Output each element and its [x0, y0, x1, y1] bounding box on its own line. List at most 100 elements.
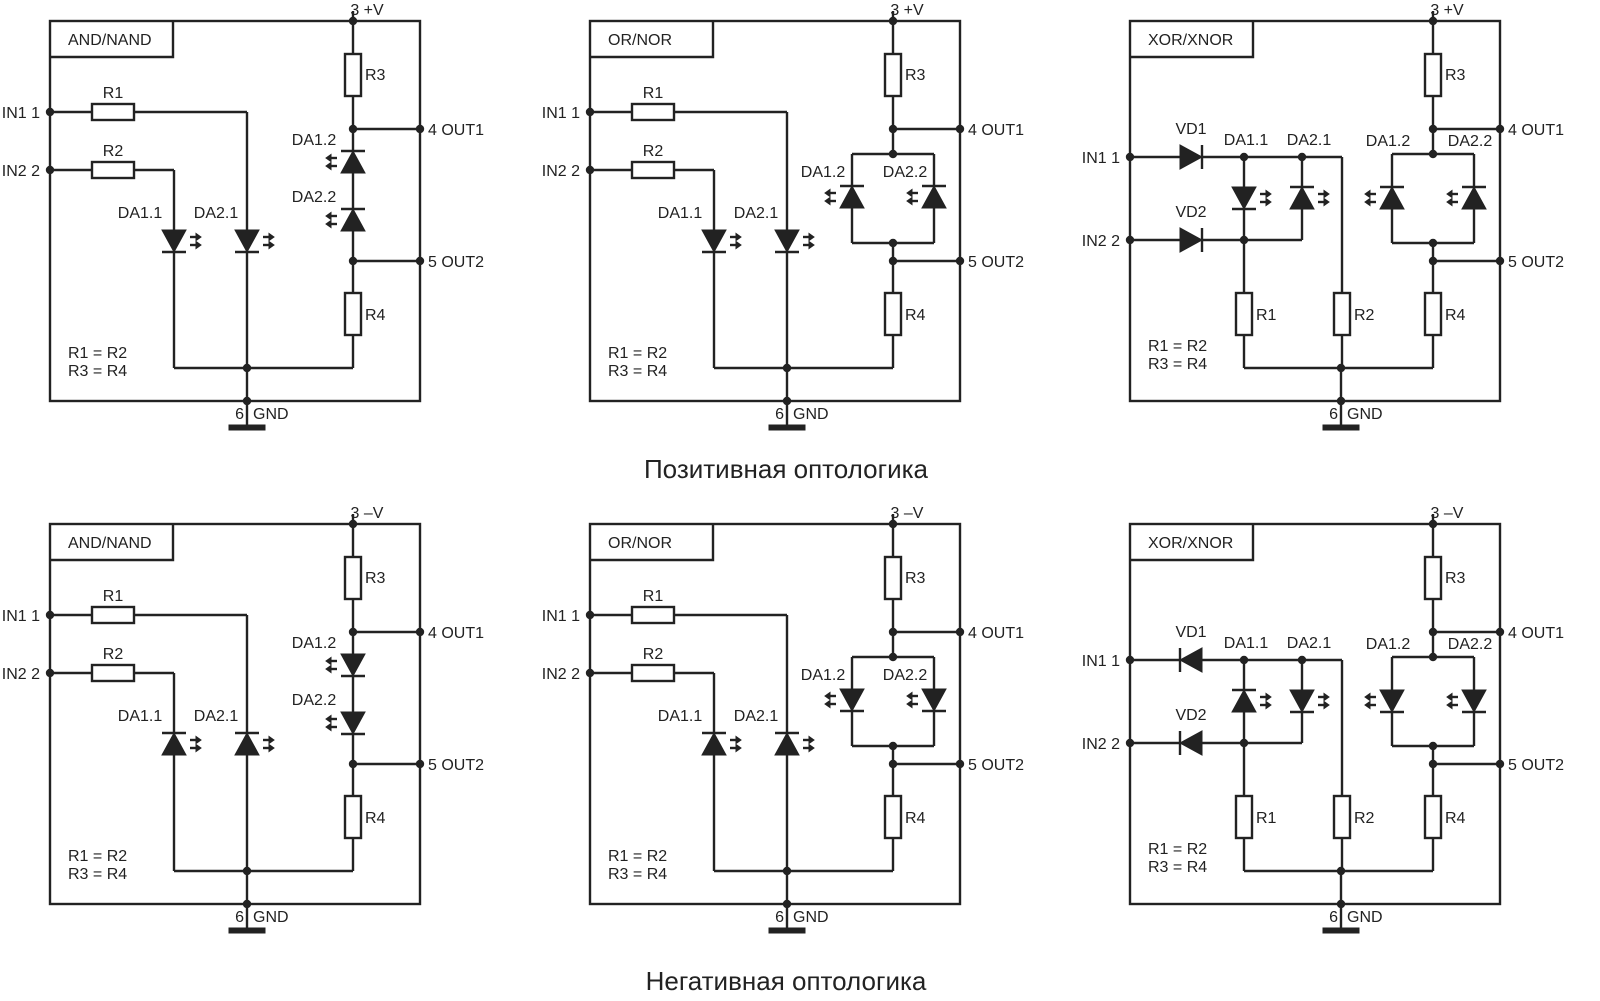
light-arrow-head	[735, 240, 742, 250]
da22-label: DA2.2	[292, 189, 337, 206]
panel-title: AND/NAND	[68, 32, 152, 49]
out2-pin-label: 5 OUT2	[428, 254, 484, 271]
light-arrow-head	[325, 211, 332, 221]
panel-title: AND/NAND	[68, 535, 152, 552]
da21-label: DA2.1	[1287, 132, 1332, 149]
gnd-pin-number: 6	[1329, 909, 1338, 926]
diode-triangle	[1231, 688, 1257, 713]
r1-label: R1	[1256, 307, 1277, 324]
in1-pin-label: IN1 1	[1082, 150, 1120, 167]
da22-label: DA2.2	[292, 692, 337, 709]
diode-triangle	[839, 688, 865, 713]
resistor-body	[883, 291, 903, 337]
supply-label: 3 –V	[351, 505, 384, 522]
note-r1-r2: R1 = R2	[1148, 338, 1207, 355]
resistor-body	[630, 160, 676, 180]
resistor-body	[90, 605, 136, 625]
ground-symbol	[1322, 424, 1360, 431]
resistor-body	[1423, 291, 1443, 337]
supply-label: 3 +V	[1430, 2, 1464, 19]
gnd-label: GND	[253, 406, 289, 423]
light-arrow-head	[808, 735, 815, 745]
panel-title: XOR/XNOR	[1148, 535, 1233, 552]
vd1-label: VD1	[1175, 121, 1206, 138]
vd1-label: VD1	[1175, 624, 1206, 641]
r4-label: R4	[1445, 307, 1466, 324]
da11-led	[701, 731, 742, 756]
light-arrow-head	[1446, 189, 1453, 199]
da12-label: DA1.2	[801, 667, 846, 684]
caption-negative: Негативная оптологика	[646, 966, 927, 996]
gnd-pin-number: 6	[1329, 406, 1338, 423]
in2-pin-label: IN2 2	[1082, 233, 1120, 250]
light-arrow-head	[1364, 692, 1371, 702]
note-r1-r2: R1 = R2	[608, 345, 667, 362]
ground-symbol	[228, 927, 266, 934]
in1-pin-label: IN1 1	[542, 105, 580, 122]
in1-pin-label: IN1 1	[2, 608, 40, 625]
gnd-label: GND	[1347, 909, 1383, 926]
vd2-diode	[1179, 227, 1204, 253]
diode-triangle	[774, 731, 800, 756]
in2-pin-label: IN2 2	[542, 163, 580, 180]
in1-pin-label: IN1 1	[2, 105, 40, 122]
da11-led	[1231, 688, 1272, 713]
da11-led	[701, 229, 742, 254]
note-r1-r2: R1 = R2	[68, 345, 127, 362]
light-arrow-head	[824, 699, 831, 709]
panel-frame	[1128, 19, 1502, 403]
out1-pin-label: 4 OUT1	[1508, 122, 1564, 139]
r2-label: R2	[643, 143, 664, 160]
title-box	[590, 21, 715, 59]
diode-triangle	[340, 711, 366, 736]
da22-label: DA2.2	[1448, 133, 1493, 150]
light-arrow-head	[735, 743, 742, 753]
title-box	[590, 524, 715, 562]
gnd-label: GND	[1347, 406, 1383, 423]
da21-led	[1289, 185, 1330, 210]
da11-label: DA1.1	[658, 708, 703, 725]
r3-label: R3	[905, 570, 926, 587]
vd2-label: VD2	[1175, 204, 1206, 221]
da21-label: DA2.1	[194, 708, 239, 725]
in2-pin-label: IN2 2	[2, 163, 40, 180]
resistor-body	[343, 555, 363, 601]
resistor-body	[343, 794, 363, 840]
light-arrow-head	[1446, 197, 1453, 207]
note-r3-r4: R3 = R4	[68, 866, 127, 883]
diode-triangle	[774, 229, 800, 254]
da11-led	[161, 731, 202, 756]
r1-label: R1	[103, 588, 124, 605]
diode-triangle	[1179, 144, 1204, 170]
r2-label: R2	[1354, 307, 1375, 324]
da11-led	[161, 229, 202, 254]
da11-label: DA1.1	[118, 708, 163, 725]
light-arrow-head	[1265, 197, 1272, 207]
da12-label: DA1.2	[292, 132, 337, 149]
diode-triangle	[1231, 186, 1257, 211]
light-arrow-head	[824, 188, 831, 198]
da22-photodiode	[325, 207, 366, 232]
light-arrow-head	[325, 656, 332, 666]
note-r1-r2: R1 = R2	[68, 848, 127, 865]
r1-label: R1	[1256, 810, 1277, 827]
light-arrow-head	[1265, 692, 1272, 702]
caption-positive: Позитивная оптологика	[644, 454, 929, 484]
gnd-pin-number: 6	[775, 406, 784, 423]
resistor-body	[343, 291, 363, 337]
diode-triangle	[340, 149, 366, 174]
light-arrow-head	[906, 188, 913, 198]
resistor-body	[630, 605, 676, 625]
r4-label: R4	[905, 810, 926, 827]
resistor-body	[1332, 794, 1352, 840]
light-arrow-head	[1323, 197, 1330, 207]
light-arrow-head	[808, 743, 815, 753]
junction-dot	[1239, 738, 1249, 748]
resistor-body	[1234, 794, 1254, 840]
gnd-label: GND	[793, 406, 829, 423]
note-r3-r4: R3 = R4	[68, 363, 127, 380]
diode-triangle	[234, 229, 260, 254]
